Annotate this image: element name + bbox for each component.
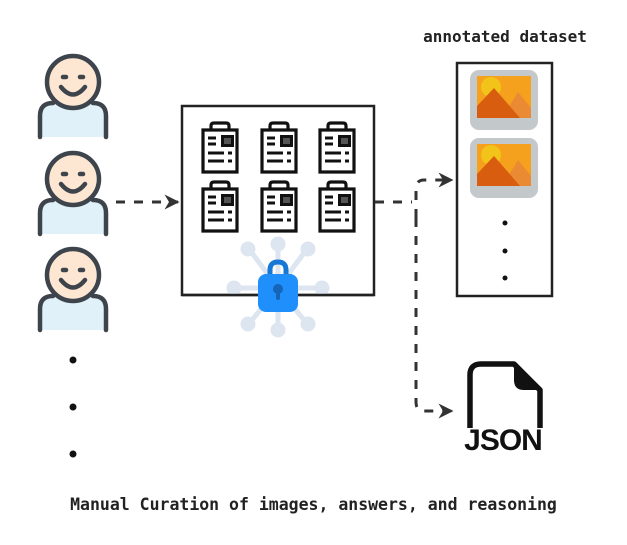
landscape-image-icon: [470, 70, 538, 130]
arrow-curation-to-dataset: [414, 172, 454, 218]
dataset-label: annotated dataset: [423, 27, 587, 46]
annotator-person-icon: [40, 56, 106, 137]
landscape-image-icon: [470, 138, 538, 198]
ellipsis-dot: [502, 275, 508, 281]
ellipsis-dot: [502, 220, 508, 226]
ellipsis-dot: [69, 450, 77, 458]
diagram-caption: Manual Curation of images, answers, and …: [70, 495, 557, 514]
ellipsis-dot: [69, 403, 77, 411]
json-file-icon: [467, 361, 543, 428]
annotator-person-icon: [40, 249, 106, 330]
json-label: JSON: [464, 424, 543, 457]
annotator-person-icon: [40, 153, 106, 234]
network-lock-icon: [226, 236, 330, 338]
arrow-curation-to-json: [414, 218, 454, 419]
ellipsis-dot: [69, 356, 77, 364]
ellipsis-dot: [502, 248, 508, 254]
annotators-column: [40, 56, 106, 458]
